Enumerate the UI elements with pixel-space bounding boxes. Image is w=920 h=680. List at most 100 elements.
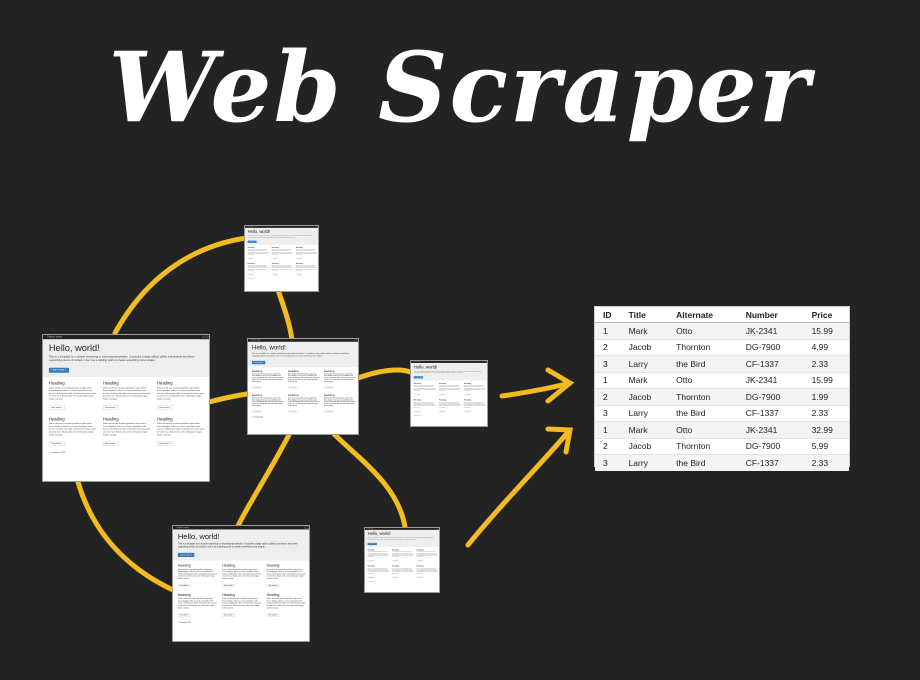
section-text: Donec id elit non mi porta gravida at eg… (463, 401, 486, 408)
navbar: Project name (411, 361, 487, 363)
jumbotron-text: This is a template for a simple marketin… (247, 235, 313, 238)
section-text: Donec id elit non mi porta gravida at eg… (271, 265, 293, 272)
brand-name: Project name (366, 528, 374, 530)
jumbotron-text: This is a template for a simple marketin… (413, 370, 482, 374)
table-cell: 15.99 (803, 322, 849, 339)
section-text: Donec id elit non mi porta gravida at eg… (251, 397, 284, 407)
menu-button (485, 361, 487, 363)
learn-more-button: Learn more » (413, 376, 424, 379)
section-text: Donec id elit non mi porta gravida at eg… (266, 598, 306, 610)
jumbotron: Hello, world!This is a template for a si… (411, 362, 487, 381)
view-details-button: View details » (102, 405, 119, 410)
footer-text: © Company 2014 (251, 416, 263, 419)
view-details-button: View details » (392, 576, 400, 578)
jumbotron-heading: Hello, world! (251, 344, 286, 352)
table-cell: 32.99 (803, 421, 849, 438)
brand-name: Project name (176, 526, 189, 529)
table-cell: 2.33 (803, 404, 849, 422)
section-text: Donec id elit non mi porta gravida at eg… (367, 567, 390, 574)
table-cell: CF-1337 (737, 355, 804, 372)
section-heading: Heading (413, 399, 421, 402)
jumbotron: Hello, world!This is a template for a si… (173, 529, 309, 561)
view-details-button: View details » (222, 583, 236, 588)
section-heading: Heading (247, 262, 255, 265)
section-heading: Heading (222, 563, 236, 568)
table-cell: 2 (595, 437, 621, 455)
menu-button (202, 335, 209, 338)
jumbotron: Hello, world!This is a template for a si… (365, 529, 439, 547)
table-cell: 1.99 (803, 388, 849, 405)
menu-button (437, 528, 439, 530)
view-details-button: View details » (247, 273, 255, 276)
section-text: Donec id elit non mi porta gravida at eg… (177, 568, 217, 580)
section-text: Donec id elit non mi porta gravida at eg… (463, 385, 486, 392)
view-details-button: View details » (438, 410, 447, 413)
table-cell: Jacob (620, 338, 669, 356)
section-heading: Heading (438, 382, 447, 385)
view-details-button: View details » (463, 393, 472, 396)
table-cell: 1 (595, 322, 621, 339)
view-details-button: View details » (295, 273, 303, 276)
column-header: Alternate (668, 307, 738, 323)
section-heading: Heading (251, 393, 263, 397)
table-cell: Mark (620, 322, 669, 339)
view-details-button: View details » (251, 409, 263, 413)
table-cell: Otto (668, 371, 738, 389)
brand-name: Project name (412, 361, 420, 363)
column-header: Price (803, 307, 849, 323)
section-text: Donec id elit non mi porta gravida at eg… (392, 567, 414, 574)
page-title: Web Scraper (108, 31, 812, 144)
view-details-button: View details » (287, 386, 299, 389)
table-cell: 3 (595, 454, 621, 471)
table-cell: Otto (668, 322, 738, 339)
link-left-to-bottom (75, 479, 176, 593)
jumbotron-heading: Hello, world! (413, 364, 438, 370)
view-details-button: View details » (287, 409, 299, 413)
jumbotron: Hello, world!This is a template for a si… (245, 227, 318, 245)
section-text: Donec id elit non mi porta gravida at eg… (287, 397, 320, 407)
view-details-button: View details » (416, 576, 424, 578)
section-text: Donec id elit non mi porta gravida at eg… (247, 249, 269, 256)
brand-name: Project name (47, 335, 63, 339)
section-heading: Heading (392, 565, 400, 568)
link-left-to-top (112, 235, 249, 336)
section-heading: Heading (48, 416, 65, 422)
section-heading: Heading (48, 381, 65, 386)
section-text: Donec id elit non mi porta gravida at eg… (438, 385, 461, 392)
section-text: Donec id elit non mi porta gravida at eg… (413, 385, 436, 392)
section-heading: Heading (102, 416, 119, 422)
section-text: Donec id elit non mi porta gravida at eg… (287, 373, 320, 383)
navbar: Project name (248, 339, 358, 342)
brand-name: Project name (250, 339, 261, 342)
section-heading: Heading (416, 565, 424, 568)
section-text: Donec id elit non mi porta gravida at eg… (156, 422, 205, 437)
